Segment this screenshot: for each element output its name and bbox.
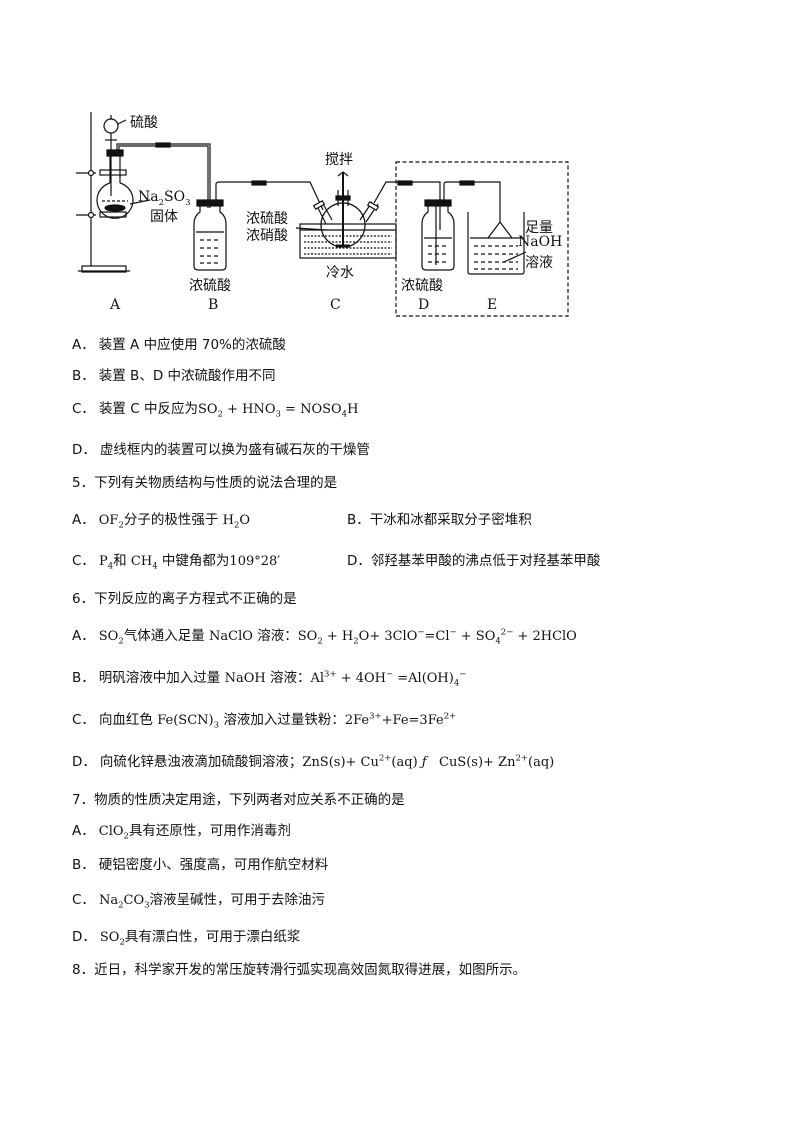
q7-option-c: C．Na2CO3溶液呈碱性，可用于去除油污: [72, 892, 326, 911]
q8-stem: 8．近日，科学家开发的常压旋转滑行弧实现高效固氮取得进展，如图所示。: [72, 962, 527, 978]
q4-option-a: A．装置 A 中应使用 70%的浓硫酸: [72, 337, 286, 353]
letter-a: A: [110, 297, 121, 313]
label-cold-water: 冷水: [326, 265, 354, 281]
q5-option-b: B．干冰和冰都采取分子密堆积: [347, 512, 532, 528]
apparatus-figure: 硫酸 Na2SO3 固体 浓硫酸 搅拌 浓硫酸 浓硝酸 冷水 浓硫酸 足量 Na…: [60, 100, 580, 322]
q4-option-c: C．装置 C 中反应为SO2 + HNO3 = NOSO4H: [72, 401, 359, 420]
label-sulfuric-acid: 硫酸: [130, 115, 158, 131]
letter-c: C: [330, 297, 341, 313]
label-stir: 搅拌: [325, 152, 353, 168]
label-solution: 溶液: [525, 255, 553, 271]
label-conc-h2so4-b: 浓硫酸: [189, 278, 231, 294]
q6-stem: 6．下列反应的离子方程式不正确的是: [72, 591, 297, 607]
q6-option-d: D．向硫化锌悬浊液滴加硫酸铜溶液；ZnS(s)+ Cu2+(aq) ƒ CuS(…: [72, 753, 555, 770]
q6-option-c: C．向血红色 Fe(SCN)3 溶液加入过量铁粉：2Fe3++Fe=3Fe2+: [72, 711, 457, 731]
q7-option-a: A．ClO2具有还原性，可用作消毒剂: [72, 823, 291, 842]
q7-option-b: B．硬铝密度小、强度高，可用作航空材料: [72, 857, 329, 873]
q5-stem: 5．下列有关物质结构与性质的说法合理的是: [72, 475, 338, 491]
letter-b: B: [208, 297, 219, 313]
q6-option-b: B．明矾溶液中加入过量 NaOH 溶液：Al3+ + 4OH− =Al(OH)4…: [72, 669, 467, 689]
q4-option-b: B．装置 B、D 中浓硫酸作用不同: [72, 368, 276, 384]
q6-option-a: A．SO2气体通入足量 NaClO 溶液：SO2 + H2O+ 3ClO−=Cl…: [72, 627, 577, 647]
label-conc-hno3-c: 浓硝酸: [246, 228, 288, 244]
q5-option-d: D．邻羟基苯甲酸的沸点低于对羟基苯甲酸: [347, 553, 601, 569]
label-naoh: NaOH: [518, 234, 563, 250]
label-excess: 足量: [525, 220, 553, 236]
q5-option-a: A．OF2分子的极性强于 H2O: [72, 512, 251, 531]
formula-c: SO2 + HNO3 = NOSO4H: [197, 402, 359, 420]
label-conc-h2so4-c: 浓硫酸: [246, 211, 288, 227]
q5-option-c: C．P4和 CH4 中键角都为109°28′: [72, 553, 281, 572]
q4-option-d: D．虚线框内的装置可以换为盛有碱石灰的干燥管: [72, 442, 370, 458]
letter-e: E: [487, 297, 498, 313]
letter-d: D: [418, 297, 430, 313]
q7-stem: 7．物质的性质决定用途，下列两者对应关系不正确的是: [72, 792, 405, 808]
label-solid: 固体: [150, 209, 178, 225]
label-na2so3: Na2SO3: [138, 189, 191, 208]
q7-option-d: D．SO2具有漂白性，可用于漂白纸浆: [72, 929, 301, 948]
label-conc-h2so4-d: 浓硫酸: [401, 278, 443, 294]
